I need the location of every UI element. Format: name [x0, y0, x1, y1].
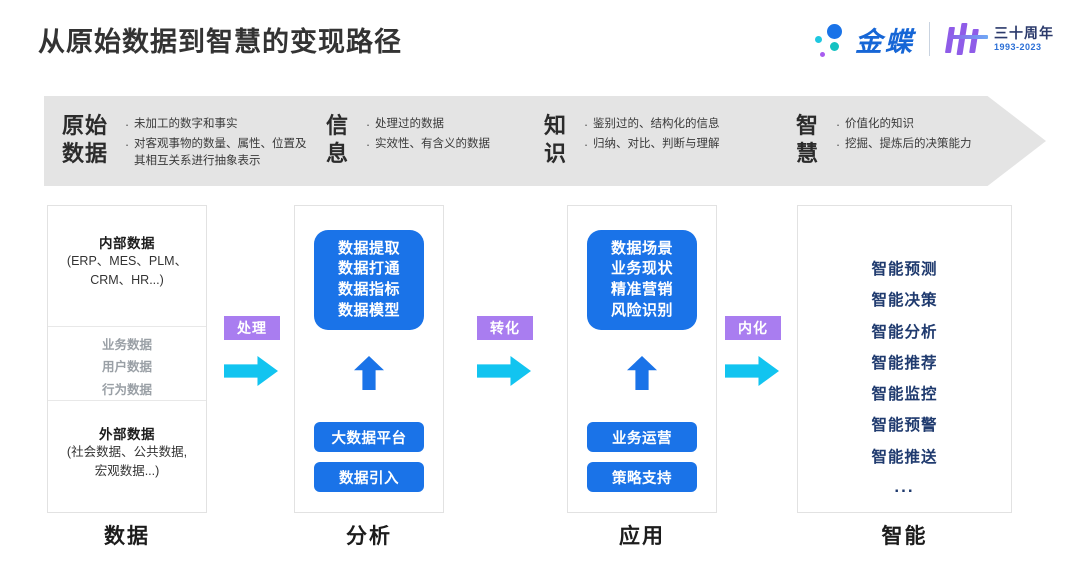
bullet-dot-icon: ·: [835, 117, 841, 132]
anniversary-mark-icon: [944, 22, 988, 56]
connector-internalization: 内化: [725, 316, 781, 386]
bullet-dot-icon: ·: [365, 117, 371, 132]
banner-stage-name: 知 识: [544, 113, 568, 166]
banner-stage-bullets: ·鉴别过的、结构化的信息 ·归纳、对比、判断与理解: [579, 112, 720, 156]
banner-stage-name: 原始 数据: [62, 113, 109, 166]
up-arrow-icon: [354, 356, 384, 390]
logo-dot-medium-icon: [830, 42, 839, 51]
connector-transformation: 转化: [477, 316, 533, 386]
application-capability-line: 精准营销: [610, 281, 673, 298]
application-capability-line: 业务现状: [610, 260, 673, 278]
logo-divider: [929, 22, 930, 56]
kingdee-dots-icon: [813, 22, 851, 57]
logo-dot-large-icon: [827, 24, 842, 39]
application-capability-line: 风险识别: [610, 301, 673, 319]
analysis-capability-box: 数据提取 数据打通 数据指标 数据模型: [314, 230, 424, 330]
data-type-item: 用户数据: [101, 360, 152, 375]
logo-dot-tiny-icon: [820, 52, 825, 57]
data-types-section: 业务数据 用户数据 行为数据: [48, 326, 206, 400]
intelligence-capability-list: 智能预测 智能决策 智能分析 智能推荐 智能监控 智能预警 智能推送 ...: [798, 206, 1011, 502]
intelligence-item: 智能预测: [871, 261, 938, 278]
data-type-item: 行为数据: [101, 382, 152, 397]
bullet-dot-icon: ·: [124, 137, 130, 152]
intelligence-item: 智能监控: [871, 386, 938, 404]
banner-stage-name: 智 慧: [796, 113, 820, 166]
intelligence-item: 智能预警: [871, 417, 938, 435]
anniversary-badge: 三十周年 1993-2023: [944, 22, 1054, 56]
connector-badge-label: 内化: [725, 316, 781, 340]
application-strategy-pill: 策略支持: [587, 462, 697, 492]
right-arrow-icon: [477, 356, 531, 386]
data-type-item: 业务数据: [101, 338, 152, 352]
right-arrow-icon: [224, 356, 278, 386]
intelligence-item: 智能推荐: [871, 354, 938, 372]
analysis-capability-line: 数据模型: [337, 301, 400, 319]
bullet-dot-icon: ·: [124, 117, 130, 132]
analysis-capability-line: 数据打通: [337, 260, 400, 278]
connector-badge-label: 转化: [477, 316, 533, 340]
bullet-dot-icon: ·: [365, 137, 371, 152]
right-arrow-icon: [725, 356, 779, 386]
brand-name: 金蝶: [855, 26, 915, 57]
intelligence-item: 智能推送: [871, 448, 938, 466]
analysis-capability-line: 数据提取: [337, 239, 400, 257]
banner-stage-bullets: ·未加工的数字和事实 ·对客观事物的数量、属性、位置及其相互关系进行抽象表示: [120, 112, 316, 173]
page-title: 从原始数据到智慧的变现路径: [38, 27, 402, 57]
application-operations-pill: 业务运营: [587, 422, 697, 452]
connector-processing: 处理: [224, 316, 280, 386]
analysis-ingest-pill: 数据引入: [314, 462, 424, 492]
banner-stage-information: 信 息 ·处理过的数据 ·实效性、有含义的数据: [326, 112, 490, 167]
intelligence-item-ellipsis: ...: [894, 477, 915, 497]
application-capability-line: 数据场景: [610, 239, 673, 257]
up-arrow-icon: [627, 356, 657, 390]
banner-stage-raw-data: 原始 数据 ·未加工的数字和事实 ·对客观事物的数量、属性、位置及其相互关系进行…: [62, 112, 316, 173]
column-card-intelligence: 智能预测 智能决策 智能分析 智能推荐 智能监控 智能预警 智能推送 ...: [797, 205, 1012, 513]
external-data-section: 外部数据 (社会数据、公共数据, 宏观数据...): [48, 400, 206, 512]
intelligence-item: 智能决策: [871, 292, 938, 310]
internal-data-section: 内部数据 (ERP、MES、PLM、 CRM、HR...): [48, 206, 206, 326]
column-label-intelligence: 智能: [881, 525, 928, 548]
brand-logo: 金蝶 三十周年 1993-2023: [813, 18, 1054, 60]
connector-badge-label: 处理: [224, 316, 280, 340]
bullet-dot-icon: ·: [835, 137, 841, 152]
column-label-application: 应用: [619, 525, 665, 548]
internal-data-sub-2: CRM、HR...): [90, 272, 164, 287]
logo-dot-small-icon: [815, 36, 822, 43]
banner-stage-bullets: ·处理过的数据 ·实效性、有含义的数据: [361, 112, 490, 156]
analysis-capability-line: 数据指标: [337, 281, 400, 298]
banner-stage-knowledge: 知 识 ·鉴别过的、结构化的信息 ·归纳、对比、判断与理解: [544, 112, 720, 167]
banner-stage-wisdom: 智 慧 ·价值化的知识 ·挖掘、提炼后的决策能力: [796, 112, 972, 167]
column-card-data: 内部数据 (ERP、MES、PLM、 CRM、HR...) 业务数据 用户数据 …: [47, 205, 207, 513]
internal-data-sub-1: (ERP、MES、PLM、: [66, 254, 188, 268]
column-label-analysis: 分析: [346, 525, 392, 548]
column-label-data: 数据: [104, 525, 150, 548]
internal-data-title: 内部数据: [99, 236, 155, 251]
column-card-analysis: 数据提取 数据打通 数据指标 数据模型 大数据平台 数据引入: [294, 205, 444, 513]
column-card-application: 数据场景 业务现状 精准营销 风险识别 业务运营 策略支持: [567, 205, 717, 513]
anniversary-label: 三十周年: [994, 24, 1054, 41]
bullet-dot-icon: ·: [583, 117, 589, 132]
bullet-dot-icon: ·: [583, 137, 589, 152]
application-capability-box: 数据场景 业务现状 精准营销 风险识别: [587, 230, 697, 330]
analysis-platform-pill: 大数据平台: [314, 422, 424, 452]
dikw-banner-arrow: 原始 数据 ·未加工的数字和事实 ·对客观事物的数量、属性、位置及其相互关系进行…: [44, 96, 1046, 186]
anniversary-years: 1993-2023: [994, 41, 1042, 52]
external-data-sub-1: (社会数据、公共数据,: [66, 445, 188, 459]
banner-stage-name: 信 息: [326, 113, 350, 166]
external-data-sub-2: 宏观数据...): [94, 463, 160, 478]
external-data-title: 外部数据: [99, 427, 155, 442]
banner-stage-bullets: ·价值化的知识 ·挖掘、提炼后的决策能力: [831, 112, 972, 156]
intelligence-item: 智能分析: [871, 323, 938, 341]
